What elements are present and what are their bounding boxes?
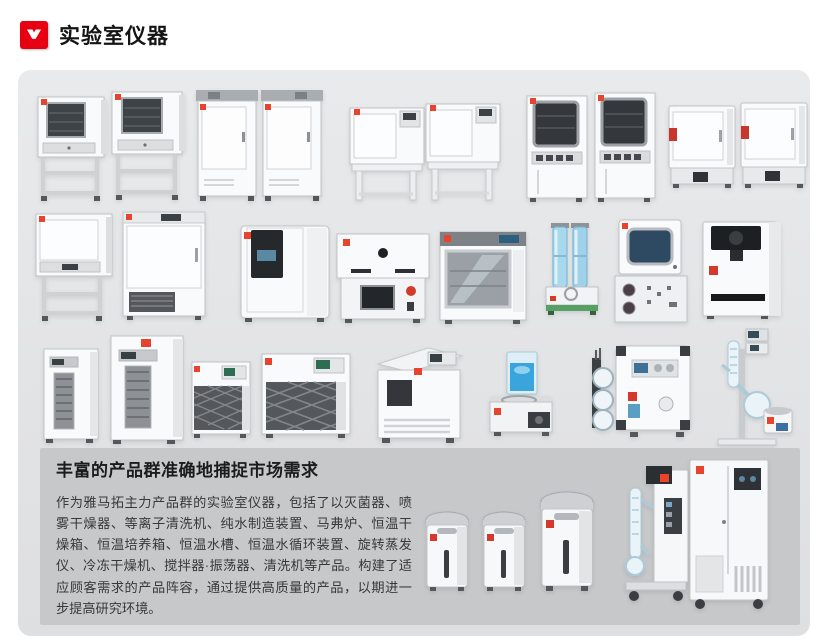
product-magnetic-stirrer-with-beaker <box>489 351 553 436</box>
product-plasma-cleaner <box>614 219 688 323</box>
product-incubator-on-stand <box>35 213 113 321</box>
page-header: 实验室仪器 <box>20 20 169 50</box>
product-pure-water-system <box>545 223 599 315</box>
info-panel: 丰富的产品群准确地捕捉市场需求 作为雅马拓主力产品群的实验室仪器，包括了以灭菌器… <box>40 448 800 625</box>
product-oven-on-bench <box>425 103 501 201</box>
product-vacuum-drying-oven <box>594 92 656 202</box>
product-drying-oven-on-stand <box>37 96 107 201</box>
panel-body-text: 作为雅马拓主力产品群的实验室仪器，包括了以灭菌器、喷雾干燥器、等离子清洗机、纯水… <box>56 495 412 616</box>
panel-heading: 丰富的产品群准确地捕捉市场需求 <box>56 461 319 480</box>
page-title: 实验室仪器 <box>59 25 169 48</box>
product-drying-oven-on-stand <box>111 91 185 200</box>
product-constant-temp-incubator <box>240 225 330 322</box>
product-large-test-chamber <box>689 459 769 609</box>
product-lab-washer <box>439 231 527 324</box>
product-recirculating-chiller <box>261 353 351 438</box>
product-muffle-furnace <box>336 233 430 323</box>
product-oven-on-bench <box>349 107 425 201</box>
product-rotary-evaporator <box>717 328 793 446</box>
product-benchtop-drying-oven <box>740 102 808 188</box>
product-benchtop-drying-oven <box>668 105 736 188</box>
product-autoclave-sterilizer <box>482 511 526 591</box>
product-freeze-dryer <box>592 345 691 437</box>
product-recirculating-chiller <box>191 361 251 438</box>
product-water-circulator-large <box>110 335 184 444</box>
product-constant-temp-chamber <box>196 90 258 201</box>
product-gallery: 丰富的产品群准确地捕捉市场需求 作为雅马拓主力产品群的实验室仪器，包括了以灭菌器… <box>18 70 810 636</box>
product-water-circulator-small <box>43 348 99 443</box>
product-low-temp-bath <box>376 347 464 443</box>
product-low-temp-incubator <box>122 211 206 320</box>
product-vacuum-drying-oven <box>526 95 588 202</box>
product-autoclave-sterilizer <box>425 511 469 591</box>
product-constant-temp-chamber <box>261 90 323 201</box>
yamato-y-icon <box>20 21 48 49</box>
product-water-purifier <box>702 221 781 319</box>
product-autoclave-sterilizer-large <box>540 491 594 591</box>
product-spray-dryer <box>625 466 689 601</box>
